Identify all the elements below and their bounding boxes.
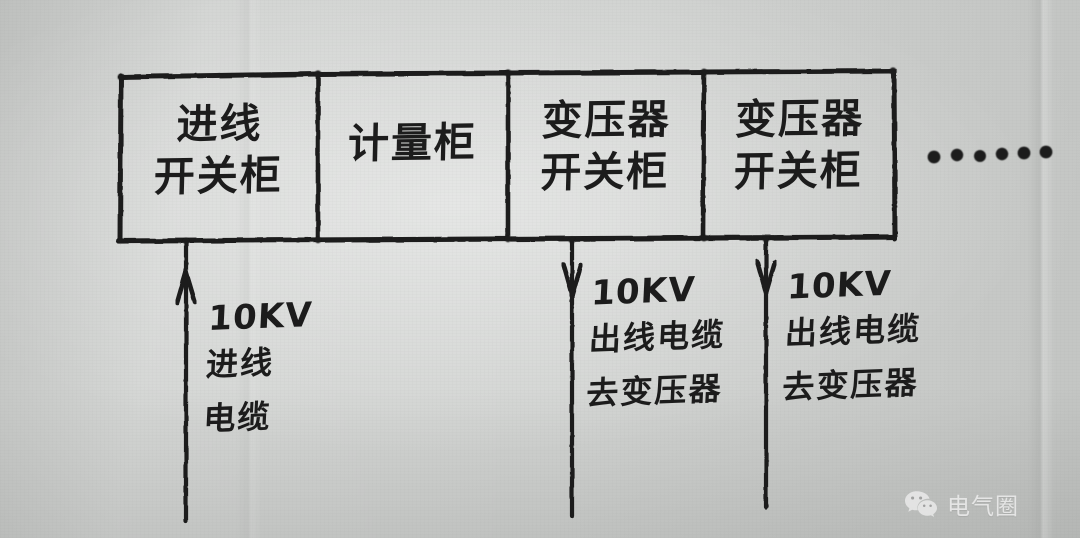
cabinet-label-transformer-switchgear-1: 变压器 开关柜 xyxy=(507,95,704,197)
cabinet-label-line: 变压器 xyxy=(734,94,865,144)
cabinet-label-line: 进线 xyxy=(176,99,264,149)
cabinet-label-line: 计量柜 xyxy=(347,118,478,168)
annotation-voltage: 10KV xyxy=(207,295,314,340)
outgoing-cable-arrow-2 xyxy=(754,236,778,510)
annotation-outgoing-cable-2: 10KV 出线电缆 去变压器 xyxy=(781,263,925,407)
cabinet-label-transformer-switchgear-2: 变压器 开关柜 xyxy=(703,94,895,196)
cabinet-label-incoming-switchgear: 进线 开关柜 xyxy=(120,99,318,201)
cabinet-label-metering-cabinet: 计量柜 xyxy=(317,118,507,168)
cabinet-label-line: 开关柜 xyxy=(733,146,864,196)
annotation-line: 出线电缆 xyxy=(588,315,727,359)
annotation-line: 进线 xyxy=(205,343,276,384)
outgoing-cable-arrow-1 xyxy=(560,237,584,519)
continuation-dots xyxy=(927,145,1053,164)
cabinet-label-line: 开关柜 xyxy=(153,151,284,201)
cabinet-right-edge xyxy=(891,68,898,241)
annotation-line: 去变压器 xyxy=(781,363,920,407)
cabinet-label-line: 开关柜 xyxy=(539,147,670,197)
annotation-voltage: 10KV xyxy=(786,263,893,308)
cabinet-divider-3 xyxy=(700,69,707,241)
annotation-voltage: 10KV xyxy=(590,269,697,314)
annotation-incoming-cable: 10KV 进线 电缆 xyxy=(202,295,314,438)
annotation-line: 出线电缆 xyxy=(784,309,923,353)
cabinet-left-edge xyxy=(117,73,124,244)
annotation-outgoing-cable-1: 10KV 出线电缆 去变压器 xyxy=(585,269,729,413)
incoming-cable-arrow xyxy=(174,238,198,524)
cabinet-label-line: 变压器 xyxy=(541,95,672,145)
annotation-line: 去变压器 xyxy=(585,369,724,413)
annotation-line: 电缆 xyxy=(202,397,273,438)
